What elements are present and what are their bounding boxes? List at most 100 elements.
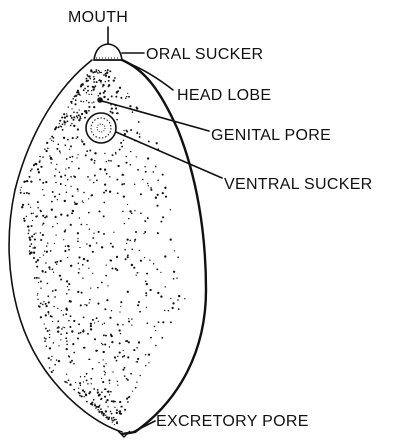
stipple-dot — [70, 315, 72, 317]
stipple-dot — [59, 123, 60, 124]
stipple-dot — [56, 261, 58, 263]
stipple-dot — [89, 179, 90, 180]
stipple-dot — [73, 119, 75, 121]
stipple-dot — [128, 396, 130, 398]
stipple-dot — [79, 217, 81, 219]
stipple-dot — [36, 266, 38, 268]
stipple-dot — [137, 358, 139, 360]
stipple-dot — [59, 150, 61, 152]
stipple-dot — [98, 95, 100, 97]
stipple-dot — [73, 320, 75, 322]
stipple-dot — [70, 265, 72, 267]
stipple-dot — [50, 250, 52, 252]
stipple-dot — [126, 398, 128, 400]
stipple-dot — [30, 252, 32, 254]
stipple-dot — [105, 415, 106, 416]
stipple-dot — [139, 311, 141, 313]
stipple-dot — [48, 313, 49, 314]
stipple-dot — [105, 363, 106, 364]
stipple-dot — [109, 383, 110, 384]
stipple-dot — [69, 361, 71, 363]
stipple-dot — [70, 145, 72, 147]
stipple-dot — [67, 139, 69, 141]
stipple-dot — [42, 215, 44, 217]
stipple-dot — [86, 92, 87, 93]
stipple-dot — [71, 123, 72, 124]
stipple-dot — [125, 258, 127, 260]
stipple-dot — [63, 314, 65, 316]
stipple-dot — [103, 233, 105, 235]
stipple-dot — [123, 130, 124, 131]
stipple-dot — [64, 200, 66, 202]
stipple-dot — [140, 212, 142, 214]
stipple-dot — [131, 212, 133, 214]
stipple-dot — [127, 204, 128, 205]
stipple-dot — [54, 196, 56, 198]
stipple-dot — [42, 224, 43, 225]
stipple-dot — [32, 247, 33, 248]
stipple-dot — [67, 120, 69, 122]
stipple-dot — [150, 187, 152, 189]
stipple-dot — [110, 243, 112, 245]
stipple-dot — [75, 95, 77, 97]
stipple-dot — [37, 259, 39, 261]
stipple-dot — [108, 76, 110, 78]
stipple-dot — [139, 136, 141, 138]
stipple-dot — [86, 304, 88, 306]
stipple-dot — [55, 216, 57, 218]
stipple-dot — [56, 164, 57, 165]
stipple-dot — [99, 405, 100, 406]
stipple-dot — [148, 353, 150, 355]
stipple-dot — [65, 168, 66, 169]
stipple-dot — [75, 382, 76, 383]
stipple-dot — [33, 213, 34, 214]
stipple-dot — [29, 250, 31, 252]
stipple-dot — [88, 94, 89, 95]
stipple-dot — [122, 174, 124, 176]
stipple-dot — [99, 72, 100, 73]
stipple-dot — [116, 421, 118, 423]
stipple-dot — [76, 138, 77, 139]
stipple-dot — [82, 278, 83, 279]
stipple-dot — [111, 417, 113, 419]
stipple-dot — [61, 126, 63, 128]
stipple-dot — [107, 69, 109, 71]
stipple-dot — [113, 232, 114, 233]
stipple-dot — [96, 180, 98, 182]
stipple-dot — [20, 192, 22, 194]
stipple-dot — [84, 376, 85, 377]
stipple-dot — [102, 84, 104, 86]
stipple-dot — [69, 384, 71, 386]
stipple-dot — [73, 125, 75, 127]
stipple-dot — [47, 330, 49, 332]
stipple-dot — [142, 179, 144, 181]
stipple-dot — [138, 121, 140, 123]
stipple-dot — [133, 267, 135, 269]
stipple-dot — [65, 185, 66, 186]
stipple-dot — [71, 108, 72, 109]
stipple-dot — [126, 243, 127, 244]
stipple-dot — [35, 163, 37, 165]
stipple-dot — [49, 367, 51, 369]
stipple-dot — [110, 411, 112, 413]
label-genital-pore: GENITAL PORE — [211, 127, 331, 144]
stipple-dot — [51, 158, 53, 160]
stipple-dot — [49, 268, 50, 269]
stipple-dot — [57, 199, 58, 200]
stipple-dot — [113, 79, 115, 81]
stipple-dot — [54, 243, 55, 244]
stipple-dot — [26, 192, 28, 194]
stipple-dot — [162, 321, 164, 323]
stipple-dot — [128, 318, 129, 319]
stipple-dot — [86, 78, 88, 80]
stipple-dot — [38, 282, 39, 283]
stipple-dot — [49, 330, 50, 331]
stipple-dot — [111, 108, 113, 110]
stipple-dot — [53, 342, 55, 344]
stipple-dot — [155, 345, 157, 347]
stipple-dot — [84, 117, 86, 119]
stipple-dot — [99, 92, 101, 94]
stipple-dot — [103, 96, 105, 98]
stipple-dot — [60, 279, 62, 281]
stipple-dot — [120, 333, 121, 334]
